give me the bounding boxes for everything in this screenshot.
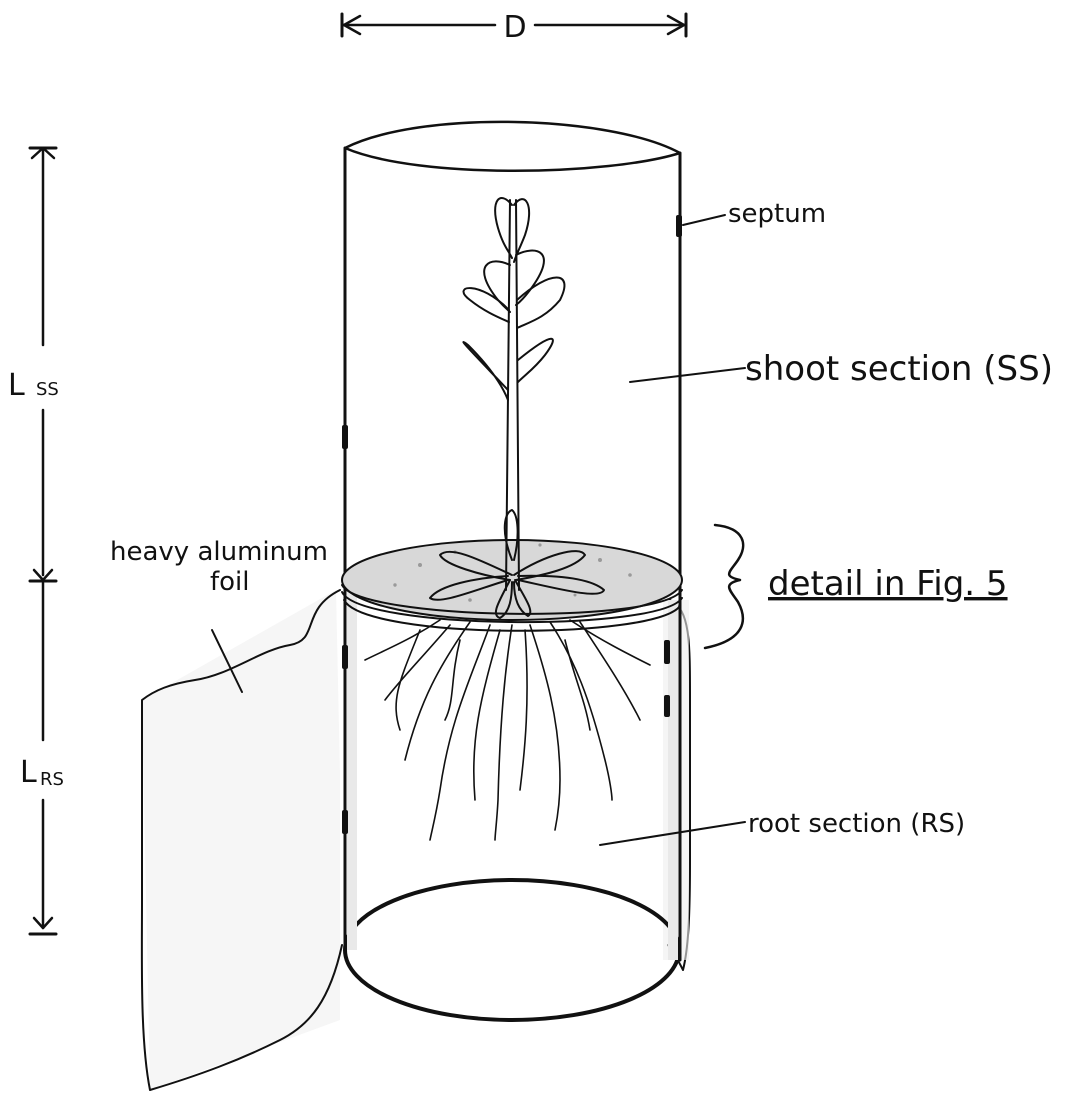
diameter-label: D <box>503 10 526 45</box>
septa <box>342 215 682 834</box>
septum-label: septum <box>728 199 826 229</box>
root-length-subscript: RS <box>40 769 64 790</box>
shoot-length-label: L <box>8 368 25 403</box>
detail-label: detail in Fig. 5 <box>768 564 1008 604</box>
septum-mark <box>342 810 348 834</box>
plant-roots <box>365 620 650 840</box>
shoot-length-subscript: SS <box>36 379 59 400</box>
shoot-section-label: shoot section (SS) <box>745 349 1053 389</box>
septum-mark <box>664 640 670 664</box>
root-section-label: root section (RS) <box>748 809 965 839</box>
diameter-dimension: D <box>342 10 686 45</box>
length-dimension: L SS L RS <box>8 148 64 934</box>
heavy-foil-label-line2: foil <box>210 567 250 597</box>
detail-brace <box>705 525 743 648</box>
septum-mark <box>664 695 670 717</box>
root-length-label: L <box>20 755 37 790</box>
heavy-foil-label-line1: heavy aluminum <box>110 537 328 567</box>
septum-mark <box>342 645 348 669</box>
septum-mark <box>342 425 348 449</box>
septum-mark <box>676 215 682 237</box>
